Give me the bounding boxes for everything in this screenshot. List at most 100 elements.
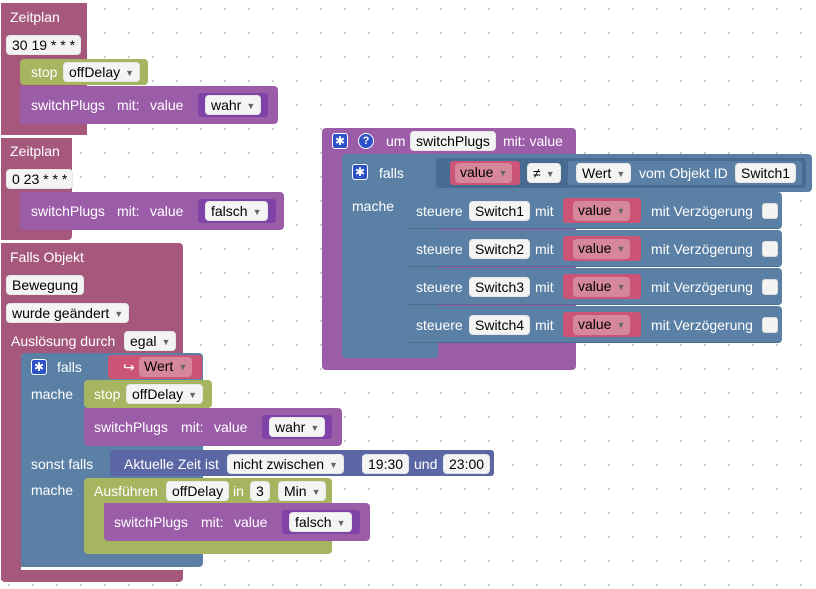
var-dropdown[interactable]: value▼	[573, 239, 631, 259]
unit-dropdown[interactable]: Min▼	[278, 481, 327, 501]
delay-checkbox[interactable]	[762, 241, 778, 257]
time-label: Aktuelle Zeit ist	[124, 456, 219, 472]
delay-label: mit Verzögerung	[651, 317, 753, 333]
vom-objekt-label: vom Objekt ID	[639, 165, 728, 181]
time-to-field[interactable]: 23:00	[443, 454, 491, 474]
steuere-label: steuere	[416, 203, 463, 219]
if-label: falls	[379, 165, 404, 181]
control-target-field[interactable]: Switch2	[469, 239, 531, 259]
cause-dropdown[interactable]: egal▼	[124, 331, 177, 351]
steuere-label: steuere	[416, 317, 463, 333]
mache-label: mache	[31, 386, 74, 402]
chevron-down-icon: ▼	[616, 244, 626, 254]
stop-label: stop	[31, 64, 58, 80]
var-dropdown[interactable]: value▼	[573, 315, 631, 335]
gear-icon[interactable]: ✱	[352, 164, 368, 180]
gear-icon[interactable]: ✱	[31, 359, 47, 375]
call-mit-label: mit:	[117, 203, 140, 219]
event-dropdown[interactable]: wurde geändert▼	[6, 303, 130, 323]
call-proc-name: switchPlugs	[31, 203, 105, 219]
schedule-title: Zeitplan	[10, 9, 60, 25]
bool-dropdown[interactable]: falsch▼	[205, 201, 268, 221]
if-label: falls	[57, 359, 82, 375]
object-id-field[interactable]: Bewegung	[6, 275, 85, 295]
cron-field[interactable]: 0 23 * * *	[6, 169, 74, 189]
um-label: um	[386, 133, 406, 149]
bool-dropdown[interactable]: wahr▼	[269, 417, 326, 437]
call-param-label: value	[150, 203, 184, 219]
trigger-left-rail	[1, 350, 21, 580]
call-mit-label: mit:	[117, 97, 140, 113]
chevron-down-icon: ▼	[252, 207, 262, 217]
operator-dropdown[interactable]: ≠▼	[527, 163, 561, 183]
chevron-down-icon: ▼	[188, 390, 198, 400]
var-dropdown[interactable]: value▼	[455, 163, 513, 183]
elseif-label: sonst falls	[31, 456, 94, 472]
schedule-footer-1	[1, 125, 87, 135]
cause-label: Auslösung durch	[11, 333, 116, 349]
time-from-field[interactable]: 19:30	[362, 454, 410, 474]
mit-label: mit	[535, 317, 554, 333]
chevron-down-icon: ▼	[125, 68, 135, 78]
steuere-label: steuere	[416, 279, 463, 295]
params-label: mit: value	[503, 133, 563, 149]
chevron-down-icon: ▼	[616, 206, 626, 216]
chevron-down-icon: ▼	[310, 423, 320, 433]
delay-label: mit Verzögerung	[651, 241, 753, 257]
cron-field[interactable]: 30 19 * * *	[6, 35, 82, 55]
delay-checkbox[interactable]	[762, 317, 778, 333]
stop-target-dropdown[interactable]: offDelay▼	[63, 62, 141, 82]
schedule-title: Zeitplan	[10, 143, 60, 159]
bool-dropdown[interactable]: falsch▼	[289, 512, 352, 532]
trigger-title: Falls Objekt	[10, 249, 84, 265]
steuere-label: steuere	[416, 241, 463, 257]
call-mit-label: mit:	[201, 514, 224, 530]
chevron-down-icon: ▼	[311, 487, 321, 497]
procedure-name-field[interactable]: switchPlugs	[410, 131, 496, 151]
control-target-field[interactable]: Switch4	[469, 315, 531, 335]
object-id-field[interactable]: Switch1	[735, 163, 797, 183]
chevron-down-icon: ▼	[161, 337, 171, 347]
call-param-label: value	[214, 419, 248, 435]
stop-target-dropdown[interactable]: offDelay▼	[126, 384, 204, 404]
chevron-down-icon: ▼	[246, 101, 256, 111]
chevron-down-icon: ▼	[545, 169, 555, 179]
var-dropdown[interactable]: value▼	[573, 201, 631, 221]
mit-label: mit	[535, 203, 554, 219]
value-dropdown[interactable]: Wert▼	[139, 357, 193, 377]
call-proc-name: switchPlugs	[31, 97, 105, 113]
stop-label: stop	[94, 386, 121, 402]
call-mit-label: mit:	[181, 419, 204, 435]
delay-checkbox[interactable]	[762, 279, 778, 295]
chevron-down-icon: ▼	[178, 362, 188, 372]
control-target-field[interactable]: Switch1	[469, 201, 531, 221]
in-label: in	[233, 483, 244, 499]
mit-label: mit	[535, 241, 554, 257]
bool-dropdown[interactable]: wahr▼	[205, 95, 262, 115]
chevron-down-icon: ▼	[329, 460, 338, 470]
chevron-down-icon: ▼	[114, 309, 124, 319]
time-op-dropdown[interactable]: nicht zwischen▼	[227, 454, 344, 474]
mit-label: mit	[535, 279, 554, 295]
gear-icon[interactable]: ✱	[332, 133, 348, 149]
delay-label: mit Verzögerung	[651, 203, 753, 219]
exec-amount-field[interactable]: 3	[250, 481, 270, 501]
chevron-down-icon: ▼	[616, 169, 626, 179]
var-dropdown[interactable]: value▼	[573, 277, 631, 297]
call-proc-name: switchPlugs	[114, 514, 188, 530]
control-target-field[interactable]: Switch3	[469, 277, 531, 297]
delay-checkbox[interactable]	[762, 203, 778, 219]
chevron-down-icon: ▼	[616, 282, 626, 292]
chevron-down-icon: ▼	[336, 518, 346, 528]
elseif-row[interactable]	[21, 448, 111, 478]
exec-label: Ausführen	[94, 483, 158, 499]
exec-name-field[interactable]: offDelay	[166, 481, 230, 501]
und-label: und	[414, 456, 438, 472]
arrow-icon: ↪	[123, 359, 135, 375]
help-icon[interactable]: ?	[358, 133, 374, 149]
call-proc-name: switchPlugs	[94, 419, 168, 435]
state-attr-dropdown[interactable]: Wert▼	[576, 163, 632, 183]
trigger-footer	[1, 570, 183, 582]
mache-label: mache	[31, 482, 74, 498]
chevron-down-icon: ▼	[498, 168, 508, 178]
